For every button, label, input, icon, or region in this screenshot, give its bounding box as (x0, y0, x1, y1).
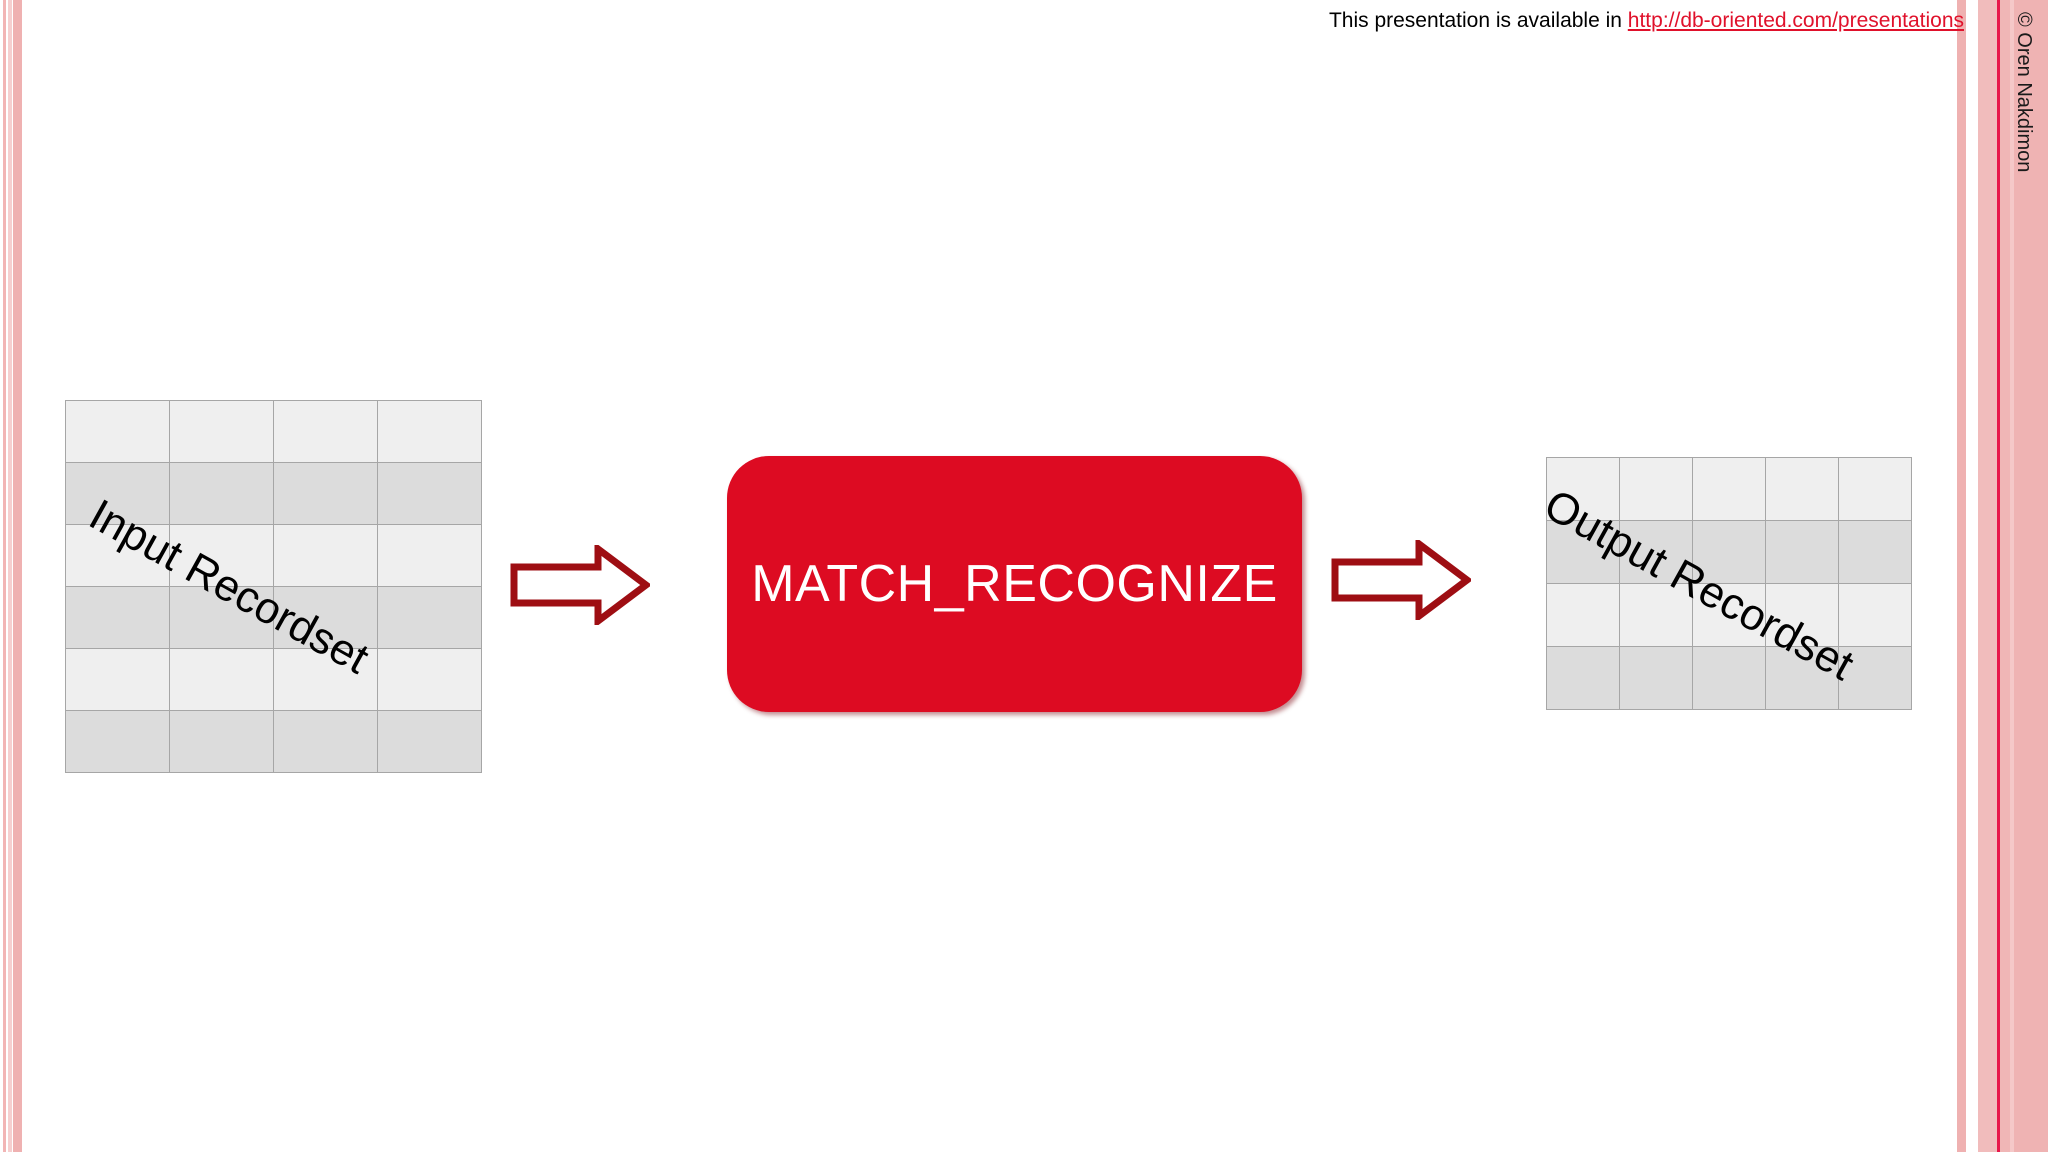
right-border-stripe-2 (1978, 0, 1997, 1152)
table-row (1546, 520, 1912, 584)
table-cell (169, 524, 274, 587)
table-cell (1838, 583, 1912, 647)
left-border-stripe-1 (3, 0, 6, 1152)
table-cell (1546, 457, 1620, 521)
table-cell (1765, 583, 1839, 647)
right-border-stripe-1 (1957, 0, 1966, 1152)
table-row (65, 524, 482, 587)
input-recordset-table (65, 400, 482, 773)
table-row (65, 462, 482, 525)
table-cell (65, 524, 170, 587)
table-cell (65, 462, 170, 525)
right-border-stripe-4 (2010, 0, 2014, 1152)
table-cell (1692, 646, 1766, 710)
right-border-stripe-5 (2014, 0, 2048, 1152)
table-row (65, 710, 482, 773)
availability-note-text: This presentation is available in (1328, 9, 1628, 32)
output-recordset-table (1546, 457, 1912, 710)
table-cell (1619, 583, 1693, 647)
table-cell (65, 586, 170, 649)
table-row (1546, 583, 1912, 647)
table-cell (65, 400, 170, 463)
table-cell (1546, 520, 1620, 584)
table-cell (273, 400, 378, 463)
table-cell (1838, 457, 1912, 521)
match-recognize-label: MATCH_RECOGNIZE (751, 555, 1278, 613)
table-cell (273, 648, 378, 711)
table-cell (1765, 646, 1839, 710)
input-recordset-body (65, 400, 482, 773)
table-row (65, 400, 482, 463)
arrow-right-icon (510, 545, 650, 625)
output-recordset-body (1546, 457, 1912, 710)
table-cell (65, 648, 170, 711)
table-cell (65, 710, 170, 773)
table-cell (1765, 457, 1839, 521)
table-cell (169, 648, 274, 711)
copyright-notice: © Oren Nakdimon (2013, 12, 2035, 173)
presentation-url-link[interactable]: http://db-oriented.com/presentations (1627, 9, 1964, 32)
arrow-right-icon (1331, 540, 1471, 620)
table-cell (377, 648, 482, 711)
table-cell (273, 586, 378, 649)
table-cell (1546, 583, 1620, 647)
right-border-accent-line (1997, 0, 2000, 1152)
table-cell (1546, 646, 1620, 710)
table-cell (273, 462, 378, 525)
table-cell (273, 524, 378, 587)
table-row (65, 586, 482, 649)
left-border-stripe-2 (8, 0, 12, 1152)
table-cell (1619, 520, 1693, 584)
table-row (65, 648, 482, 711)
table-cell (1838, 646, 1912, 710)
table-cell (377, 710, 482, 773)
right-border-stripe-3 (2000, 0, 2010, 1152)
table-cell (377, 400, 482, 463)
table-cell (1765, 520, 1839, 584)
table-cell (169, 586, 274, 649)
table-cell (273, 710, 378, 773)
table-cell (377, 462, 482, 525)
table-cell (377, 524, 482, 587)
table-row (1546, 646, 1912, 710)
table-cell (1619, 457, 1693, 521)
table-cell (1692, 457, 1766, 521)
left-border-stripe-3 (13, 0, 22, 1152)
table-cell (169, 462, 274, 525)
table-cell (169, 710, 274, 773)
table-cell (1619, 646, 1693, 710)
table-cell (1692, 583, 1766, 647)
table-cell (169, 400, 274, 463)
table-cell (377, 586, 482, 649)
match-recognize-box: MATCH_RECOGNIZE (727, 456, 1302, 712)
table-cell (1692, 520, 1766, 584)
table-row (1546, 457, 1912, 521)
table-cell (1838, 520, 1912, 584)
presentation-availability-note: This presentation is available in http:/… (1329, 8, 1964, 33)
